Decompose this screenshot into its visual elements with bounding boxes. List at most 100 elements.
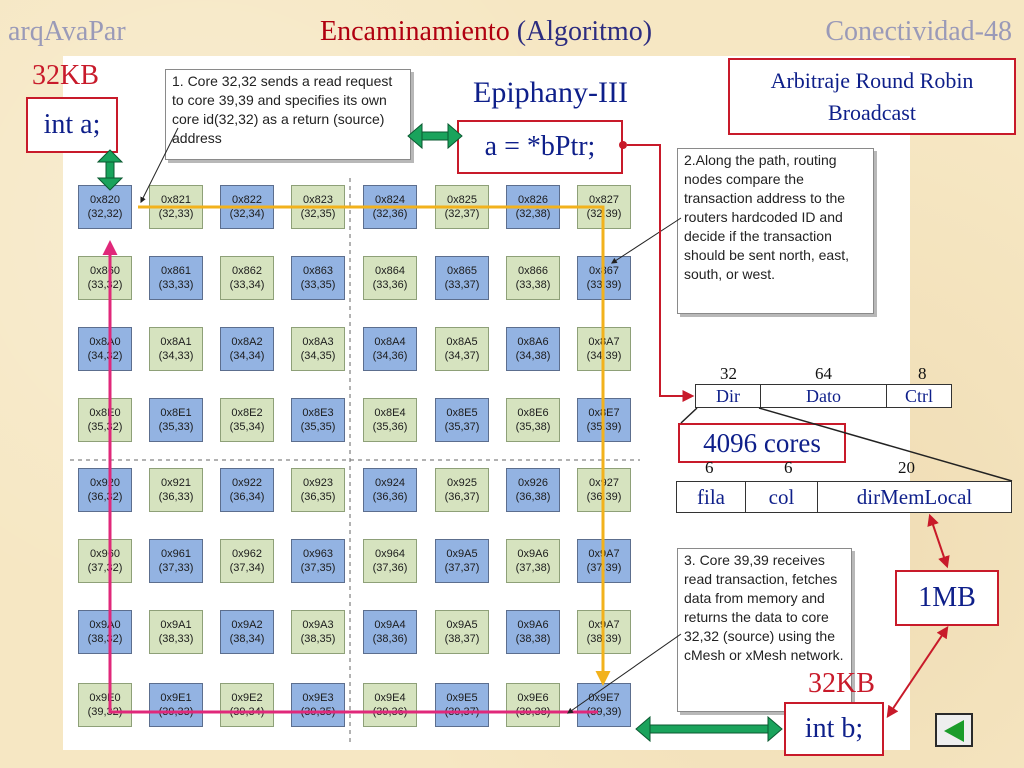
core-coordinates: (34,39) bbox=[586, 350, 622, 362]
core-cell-3-2: 0x8E2(35,34) bbox=[220, 398, 274, 442]
core-address: 0x9E2 bbox=[231, 692, 263, 704]
core-coordinates: (38,34) bbox=[229, 633, 265, 645]
arbitration-box: Arbitraje Round Robin Broadcast bbox=[728, 58, 1016, 135]
core-coordinates: (35,37) bbox=[444, 421, 480, 433]
core-coordinates: (32,34) bbox=[229, 208, 265, 220]
core-coordinates: (35,35) bbox=[300, 421, 336, 433]
packet-field-dato: Dato bbox=[760, 384, 887, 408]
core-address: 0x921 bbox=[161, 477, 191, 489]
core-address: 0x9E1 bbox=[160, 692, 192, 704]
core-coordinates: (33,32) bbox=[87, 279, 123, 291]
addr-field-dirmemlocal: dirMemLocal bbox=[817, 481, 1012, 513]
core-address: 0x9A6 bbox=[517, 548, 549, 560]
core-address: 0x8E5 bbox=[446, 407, 478, 419]
core-cell-1-5: 0x865(33,37) bbox=[435, 256, 489, 300]
core-cell-7-2: 0x9E2(39,34) bbox=[220, 683, 274, 727]
size-bottom-label: 32KB bbox=[808, 668, 875, 699]
core-address: 0x826 bbox=[518, 194, 548, 206]
core-coordinates: (39,35) bbox=[300, 706, 336, 718]
core-address: 0x8A0 bbox=[89, 336, 121, 348]
title-paren-word: Algoritmo bbox=[526, 16, 643, 47]
core-cell-1-6: 0x866 (33,38) bbox=[506, 256, 560, 300]
size-top-label: 32KB bbox=[32, 60, 99, 91]
core-address: 0x823 bbox=[303, 194, 333, 206]
mem-text: 1MB bbox=[918, 582, 976, 613]
core-cell-0-1: 0x821(32,33) bbox=[149, 185, 203, 229]
core-coordinates: (38,36) bbox=[372, 633, 408, 645]
core-coordinates: (35,33) bbox=[158, 421, 194, 433]
core-address: 0x960 bbox=[90, 548, 120, 560]
core-cell-0-6: 0x826(32,38) bbox=[506, 185, 560, 229]
core-cell-3-3: 0x8E3 (35,35) bbox=[291, 398, 345, 442]
core-cell-6-6: 0x9A6 (38,38) bbox=[506, 610, 560, 654]
core-cell-4-0: 0x920(36,32) bbox=[78, 468, 132, 512]
packet-field-ctrl-label: Ctrl bbox=[904, 386, 933, 406]
core-address: 0x822 bbox=[232, 194, 262, 206]
core-address: 0x862 bbox=[232, 265, 262, 277]
core-coordinates: (39,39) bbox=[586, 706, 622, 718]
core-cell-4-6: 0x926(36,38) bbox=[506, 468, 560, 512]
core-cell-6-7: 0x9A7(38,39) bbox=[577, 610, 631, 654]
core-address: 0x863 bbox=[303, 265, 333, 277]
core-coordinates: (33,33) bbox=[158, 279, 194, 291]
var-bottom-box: int b; bbox=[784, 702, 884, 756]
slide-title: Encaminamiento (Algoritmo) bbox=[320, 14, 652, 50]
var-bottom-text: int b; bbox=[804, 713, 864, 744]
core-coordinates: (37,34) bbox=[229, 562, 265, 574]
core-cell-4-4: 0x924(36,36) bbox=[363, 468, 417, 512]
core-cell-6-3: 0x9A3(38,35) bbox=[291, 610, 345, 654]
core-address: 0x9E4 bbox=[374, 692, 406, 704]
core-cell-0-2: 0x822 (32,34) bbox=[220, 185, 274, 229]
note-step3: 3. Core 39,39 receives read transaction,… bbox=[677, 548, 852, 712]
core-cell-7-6: 0x9E6(39,38) bbox=[506, 683, 560, 727]
core-cell-2-5: 0x8A5(34,37) bbox=[435, 327, 489, 371]
core-coordinates: (38,39) bbox=[586, 633, 622, 645]
core-cell-7-0: 0x9E0(39,32) bbox=[78, 683, 132, 727]
core-coordinates: (37,32) bbox=[87, 562, 123, 574]
core-address: 0x8E7 bbox=[588, 407, 620, 419]
mem-box: 1MB bbox=[895, 570, 999, 626]
core-coordinates: (34,32) bbox=[87, 350, 123, 362]
core-coordinates: (32,37) bbox=[444, 208, 480, 220]
cores-text: 4096 cores bbox=[703, 428, 821, 458]
core-cell-0-4: 0x824(32,36) bbox=[363, 185, 417, 229]
core-address: 0x867 bbox=[589, 265, 619, 277]
core-address: 0x8E3 bbox=[302, 407, 334, 419]
core-coordinates: (39,37) bbox=[444, 706, 480, 718]
core-address: 0x927 bbox=[589, 477, 619, 489]
packet-field-dir-label: Dir bbox=[716, 386, 740, 406]
core-address: 0x8E6 bbox=[517, 407, 549, 419]
core-coordinates: (34,33) bbox=[158, 350, 194, 362]
core-coordinates: (36,37) bbox=[444, 491, 480, 503]
core-cell-6-0: 0x9A0(38,32) bbox=[78, 610, 132, 654]
core-coordinates: (32,39) bbox=[586, 208, 622, 220]
core-coordinates: (33,34) bbox=[229, 279, 265, 291]
core-address: 0x9E0 bbox=[89, 692, 121, 704]
core-address: 0x963 bbox=[303, 548, 333, 560]
back-triangle-icon[interactable] bbox=[935, 713, 973, 747]
addr-field-fila-label: fila bbox=[697, 485, 725, 509]
core-coordinates: (33,38) bbox=[515, 279, 551, 291]
core-coordinates: (36,33) bbox=[158, 491, 194, 503]
core-coordinates: (37,35) bbox=[300, 562, 336, 574]
core-coordinates: (38,38) bbox=[515, 633, 551, 645]
core-address: 0x925 bbox=[447, 477, 477, 489]
core-coordinates: (36,32) bbox=[87, 491, 123, 503]
core-address: 0x9A5 bbox=[446, 548, 478, 560]
core-cell-3-6: 0x8E6(35,38) bbox=[506, 398, 560, 442]
core-cell-6-4: 0x9A4(38,36) bbox=[363, 610, 417, 654]
core-address: 0x9A6 bbox=[517, 619, 549, 631]
core-coordinates: (39,33) bbox=[158, 706, 194, 718]
addr-field-fila: fila bbox=[676, 481, 746, 513]
core-cell-1-4: 0x864(33,36) bbox=[363, 256, 417, 300]
chip-label: Epiphany-III bbox=[473, 76, 628, 109]
core-cell-2-1: 0x8A1(34,33) bbox=[149, 327, 203, 371]
core-cell-4-1: 0x921 (36,33) bbox=[149, 468, 203, 512]
core-address: 0x866 bbox=[518, 265, 548, 277]
core-coordinates: (32,35) bbox=[300, 208, 336, 220]
addr-field-col: col bbox=[745, 481, 818, 513]
core-address: 0x926 bbox=[518, 477, 548, 489]
core-coordinates: (35,34) bbox=[229, 421, 265, 433]
core-coordinates: (37,36) bbox=[372, 562, 408, 574]
core-coordinates: (33,35) bbox=[300, 279, 336, 291]
